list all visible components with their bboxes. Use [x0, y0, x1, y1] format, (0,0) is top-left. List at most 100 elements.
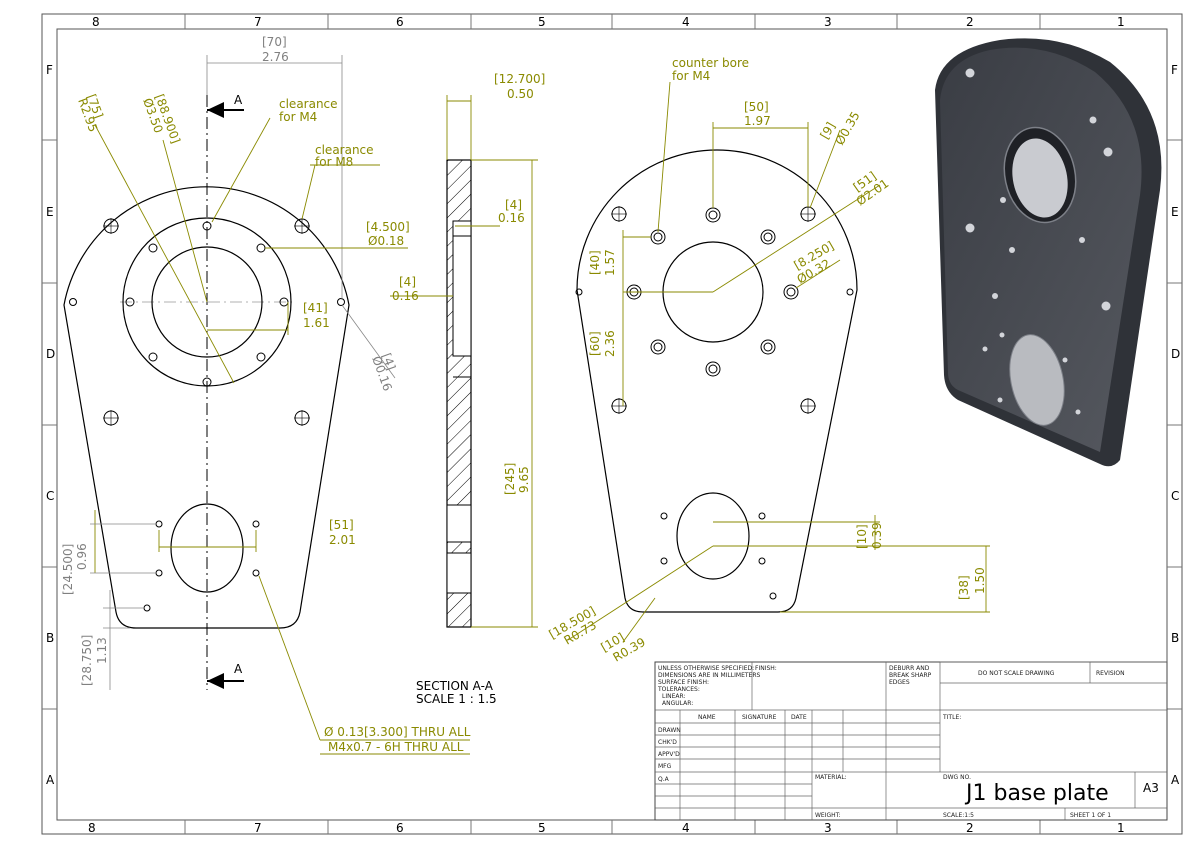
dim-cb2-mm: [4]: [399, 275, 416, 289]
tb-note: ANGULAR:: [662, 700, 693, 707]
dim-40-mm: [40]: [588, 250, 602, 275]
dim-cb-in: 0.16: [498, 211, 525, 225]
dim-offset-mm: [41]: [303, 301, 328, 315]
dim-left-mm: [24.500]: [61, 544, 75, 595]
tb-row-mfg: MFG: [658, 763, 672, 770]
front-slot: [170, 503, 244, 593]
dim-4-mm: [4]: [379, 351, 398, 372]
note-clearance-m4-2: for M4: [279, 110, 317, 124]
front-bore-circle: [151, 246, 263, 358]
tb-row-qa: Q.A: [658, 776, 670, 783]
title-block: UNLESS OTHERWISE SPECIFIED: DIMENSIONS A…: [654, 661, 1168, 821]
dim-38-in: 1.50: [973, 567, 987, 594]
note-clearance-m8-2: for M8: [315, 155, 353, 169]
zone-row-left: D: [46, 347, 55, 361]
zone-col-top: 3: [824, 15, 832, 29]
zone-col-bottom: 4: [682, 821, 690, 835]
tb-size: A3: [1143, 781, 1159, 795]
zone-col-top: 6: [396, 15, 404, 29]
dim-10-in: 0.39: [870, 522, 884, 549]
tb-deburr: DEBURR AND: [889, 665, 930, 672]
dim-38-mm: [38]: [957, 575, 971, 600]
tb-note: DIMENSIONS ARE IN MILLIMETERS: [658, 672, 760, 679]
dim-70-in: 2.76: [262, 50, 289, 64]
tb-drawing-title: J1 base plate: [964, 781, 1109, 806]
zone-col-bottom: 3: [824, 821, 832, 835]
dim-cb-mm: [4]: [505, 198, 522, 212]
zone-col-top: 1: [1117, 15, 1125, 29]
dim-thick-in: 0.50: [507, 87, 534, 101]
dim-cb2-in: 0.16: [392, 289, 419, 303]
dim-height-in: 9.65: [517, 466, 531, 493]
dim-60-mm: [60]: [588, 331, 602, 356]
dim-offset-in: 1.61: [303, 316, 330, 330]
dim-50-in: 1.97: [744, 114, 771, 128]
tb-finish: FINISH:: [755, 665, 777, 672]
tb-revision: REVISION: [1096, 670, 1125, 677]
dim-10-mm: [10]: [855, 524, 869, 549]
front-view: A A [70] 2.76 [4] Ø0.16: [61, 35, 471, 755]
section-scale: SCALE 1 : 1.5: [416, 692, 497, 706]
section-marker-bottom: A: [234, 662, 243, 676]
tb-col-date: DATE: [791, 714, 807, 721]
tb-col-signature: SIGNATURE: [742, 714, 777, 721]
tb-sheet: SHEET 1 OF 1: [1070, 812, 1111, 819]
thread-note-2: M4x0.7 - 6H THRU ALL: [328, 740, 464, 754]
tb-do-not-scale: DO NOT SCALE DRAWING: [978, 670, 1055, 677]
dim-hole-in: Ø0.18: [368, 234, 404, 248]
zone-col-top: 2: [966, 15, 974, 29]
zone-row-left: F: [46, 63, 53, 77]
zone-col-top: 8: [92, 15, 100, 29]
tb-title-label: TITLE:: [942, 714, 961, 721]
dim-slot-in: 2.01: [329, 533, 356, 547]
dim-50-mm: [50]: [744, 100, 769, 114]
dim-60-in: 2.36: [603, 330, 617, 357]
tb-row-drawn: DRAWN: [658, 727, 681, 734]
isometric-view: [935, 38, 1162, 467]
zone-row-left: B: [46, 631, 54, 645]
zone-row-right: B: [1171, 631, 1179, 645]
zone-col-bottom: 2: [966, 821, 974, 835]
tb-row-chkd: CHK'D: [658, 739, 677, 746]
thread-note-1: Ø 0.13[3.300] THRU ALL: [324, 725, 471, 739]
zone-col-bottom: 6: [396, 821, 404, 835]
dim-bottom-mm: [28.750]: [80, 635, 94, 686]
tb-note: TOLERANCES:: [657, 686, 700, 693]
zone-col-bottom: 7: [254, 821, 262, 835]
zone-col-bottom: 1: [1117, 821, 1125, 835]
tb-weight: WEIGHT:: [815, 812, 841, 819]
note-clearance-m4-1: clearance: [279, 97, 338, 111]
zone-col-top: 4: [682, 15, 690, 29]
tb-row-appvd: APPV'D: [658, 751, 680, 758]
tb-note: SURFACE FINISH:: [658, 679, 709, 686]
zone-row-left: E: [46, 205, 54, 219]
tb-note: LINEAR:: [662, 693, 686, 700]
zone-col-top: 5: [538, 15, 546, 29]
zone-row-left: A: [46, 773, 55, 787]
zone-row-right: E: [1171, 205, 1179, 219]
note-counter-bore-1: counter bore: [672, 56, 749, 70]
tb-scale: SCALE:1:5: [943, 812, 974, 819]
section-marker-top: A: [234, 93, 243, 107]
tb-deburr: BREAK SHARP: [889, 672, 932, 679]
back-view: counter bore for M4 [50] 1.97 [9] Ø0.35 …: [547, 56, 990, 665]
zone-row-right: A: [1171, 773, 1180, 787]
note-counter-bore-2: for M4: [672, 69, 710, 83]
dim-bottom-in: 1.13: [95, 637, 109, 664]
back-plate-outline: [576, 149, 858, 613]
section-title: SECTION A-A: [416, 679, 494, 693]
zone-row-right: D: [1171, 347, 1180, 361]
zone-row-left: C: [46, 489, 54, 503]
section-view: [12.700] 0.50 [4] 0.16 [4] 0.16 [245] 9.…: [390, 72, 545, 706]
zone-col-bottom: 5: [538, 821, 546, 835]
dim-height-mm: [245]: [503, 463, 517, 495]
zone-col-top: 7: [254, 15, 262, 29]
tb-dwg-no: DWG NO.: [943, 774, 971, 781]
tb-material: MATERIAL:: [815, 774, 847, 781]
dim-hole-mm: [4.500]: [366, 220, 410, 234]
note-clearance-m8-1: clearance: [315, 143, 374, 157]
zone-row-right: C: [1171, 489, 1179, 503]
zone-col-bottom: 8: [88, 821, 96, 835]
tb-note: UNLESS OTHERWISE SPECIFIED:: [658, 665, 754, 672]
